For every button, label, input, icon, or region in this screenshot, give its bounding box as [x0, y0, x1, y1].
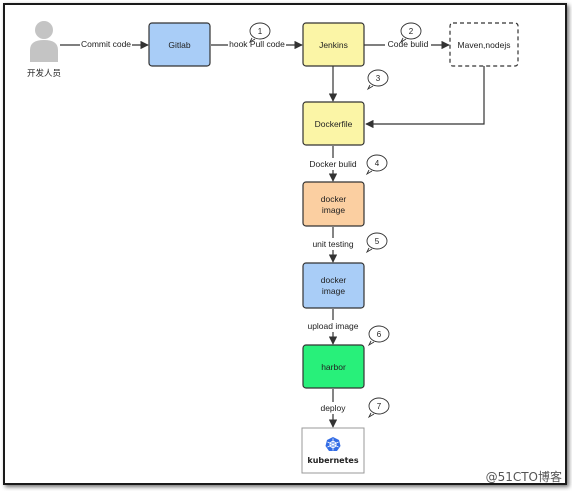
node-jenkins-label: Jenkins	[319, 40, 348, 50]
node-harbor-label: harbor	[321, 362, 346, 372]
node-docker-image-2: docker image	[302, 262, 365, 309]
step-5-number: 5	[375, 237, 380, 246]
edge-unit-testing-label: unit testing	[312, 239, 353, 249]
step-callout-6: 6	[367, 325, 390, 347]
step-6-number: 6	[377, 330, 382, 339]
edge-commit-label: Commit code	[81, 39, 131, 49]
node-jenkins: Jenkins	[302, 22, 365, 67]
step-7-number: 7	[377, 402, 382, 411]
step-callout-5: 5	[365, 232, 388, 254]
step-callout-7: 7	[367, 397, 390, 419]
edge-docker-build-label: Docker bulid	[309, 159, 357, 169]
step-callout-1: 1	[248, 22, 271, 44]
node-docker-image-2-line1: docker	[321, 275, 347, 285]
node-docker-image-1: docker image	[302, 181, 365, 227]
node-maven: Maven,nodejs	[449, 22, 519, 67]
edge-deploy-label: deploy	[320, 403, 346, 413]
step-4-number: 4	[375, 159, 380, 168]
step-callout-3: 3	[366, 69, 389, 91]
edge-code-build-label: Code bulid	[388, 39, 429, 49]
node-kubernetes: kubernetes	[301, 427, 365, 474]
node-harbor: harbor	[302, 344, 365, 389]
developer-label: 开发人员	[27, 68, 61, 78]
diagram-frame	[3, 3, 567, 485]
step-3-number: 3	[376, 74, 381, 83]
step-2-number: 2	[409, 27, 414, 36]
edge-maven-to-dockerfile	[365, 66, 485, 129]
step-callout-4: 4	[365, 154, 388, 176]
watermark: @51CTO博客	[485, 470, 562, 484]
node-dockerfile-label: Dockerfile	[315, 119, 353, 129]
developer-icon	[30, 21, 58, 62]
node-docker-image-1-line1: docker	[321, 194, 347, 204]
kubernetes-logo-icon	[325, 437, 341, 451]
node-docker-image-2-line2: image	[322, 286, 345, 296]
edge-upload-image-label: upload image	[307, 321, 358, 331]
edge-hook-label: hook Pull code	[229, 39, 285, 49]
node-gitlab-label: Gitlab	[168, 40, 190, 50]
node-kubernetes-label: kubernetes	[307, 456, 358, 465]
node-gitlab: Gitlab	[148, 22, 211, 67]
node-docker-image-1-line2: image	[322, 205, 345, 215]
step-1-number: 1	[258, 27, 263, 36]
step-callout-2: 2	[399, 22, 422, 44]
node-dockerfile: Dockerfile	[302, 101, 365, 146]
node-maven-label: Maven,nodejs	[458, 40, 511, 50]
